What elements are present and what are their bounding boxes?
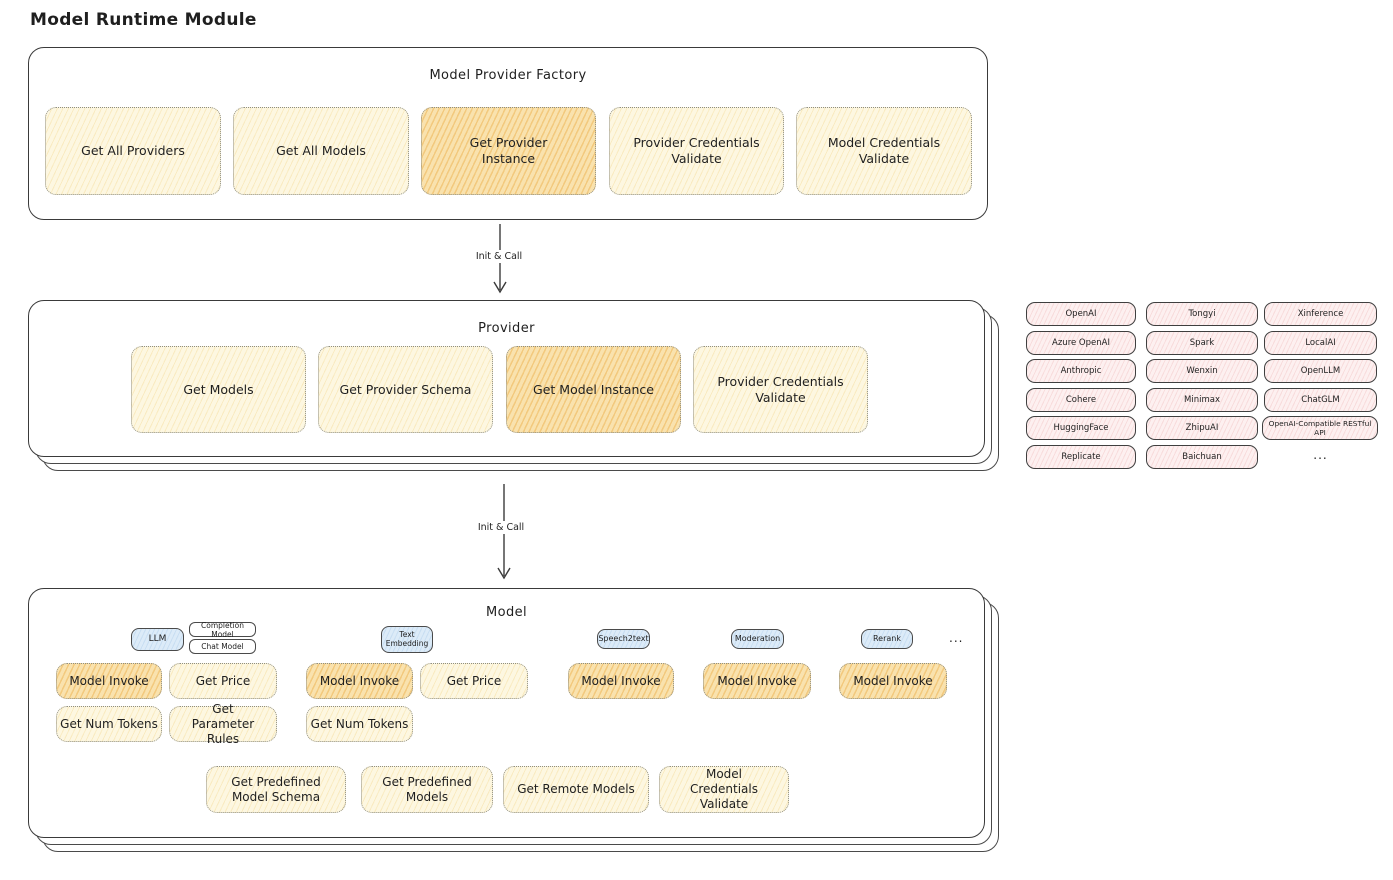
model-box-model-credentials-validate: Model Credentials Validate <box>659 766 789 813</box>
model-title: Model <box>485 605 528 620</box>
provider-box-provider-credentials-validate: Provider Credentials Validate <box>693 346 868 433</box>
provider-pill-zhipuai: ZhipuAI <box>1146 416 1258 440</box>
factory-title: Model Provider Factory <box>429 68 587 83</box>
provider-pill-openllm: OpenLLM <box>1264 359 1377 383</box>
factory-box-get-all-models: Get All Models <box>233 107 409 195</box>
provider-pill-tongyi: Tongyi <box>1146 302 1258 326</box>
tag-chat-model: Chat Model <box>189 639 256 654</box>
llm-box-get-price: Get Price <box>169 663 277 699</box>
provider-box-get-model-instance: Get Model Instance <box>506 346 681 433</box>
provider-pill-wenxin: Wenxin <box>1146 359 1258 383</box>
provider-frame: Provider Get Models Get Provider Schema … <box>28 300 985 457</box>
llm-box-get-num-tokens: Get Num Tokens <box>56 706 162 742</box>
embedding-box-model-invoke: Model Invoke <box>306 663 413 699</box>
provider-pill-xinference: Xinference <box>1264 302 1377 326</box>
provider-pill-azure-openai: Azure OpenAI <box>1026 331 1136 355</box>
embedding-box-get-price: Get Price <box>420 663 528 699</box>
provider-pill-baichuan: Baichuan <box>1146 445 1258 469</box>
arrow2-label: Init & Call <box>470 521 532 534</box>
factory-box-get-provider-instance: Get Provider Instance <box>421 107 596 195</box>
provider-pill-spark: Spark <box>1146 331 1258 355</box>
provider-pill-huggingface: HuggingFace <box>1026 416 1136 440</box>
tag-text-embedding: Text Embedding <box>381 626 433 653</box>
factory-box-provider-credentials-validate: Provider Credentials Validate <box>609 107 784 195</box>
model-frame: Model LLM Completion Model Chat Model Te… <box>28 588 985 838</box>
factory-frame: Model Provider Factory Get All Providers… <box>28 47 988 220</box>
diagram-title: Model Runtime Module <box>30 10 257 30</box>
tag-llm: LLM <box>131 628 184 651</box>
tag-rerank: Rerank <box>861 629 913 649</box>
provider-pill-chatglm: ChatGLM <box>1264 388 1377 412</box>
provider-pill-openai-compatible: OpenAI-Compatible RESTful API <box>1262 416 1378 440</box>
model-box-get-predefined-models: Get Predefined Models <box>361 766 493 813</box>
arrow1-label: Init & Call <box>468 250 530 263</box>
provider-pill-openai: OpenAI <box>1026 302 1136 326</box>
tag-moderation: Moderation <box>731 629 784 649</box>
embedding-box-get-num-tokens: Get Num Tokens <box>306 706 413 742</box>
factory-box-get-all-providers: Get All Providers <box>45 107 221 195</box>
tag-speech2text: Speech2text <box>597 629 650 649</box>
provider-pill-localai: LocalAI <box>1264 331 1377 355</box>
tag-completion-model: Completion Model <box>189 621 256 639</box>
speech2text-box-model-invoke: Model Invoke <box>568 663 674 699</box>
llm-box-model-invoke: Model Invoke <box>56 663 162 699</box>
provider-title: Provider <box>478 321 535 336</box>
providers-more-ellipsis: ... <box>1313 448 1328 462</box>
provider-pill-cohere: Cohere <box>1026 388 1136 412</box>
provider-pill-replicate: Replicate <box>1026 445 1136 469</box>
model-box-get-remote-models: Get Remote Models <box>503 766 649 813</box>
rerank-box-model-invoke: Model Invoke <box>839 663 947 699</box>
provider-box-get-provider-schema: Get Provider Schema <box>318 346 493 433</box>
moderation-box-model-invoke: Model Invoke <box>703 663 811 699</box>
model-box-get-predefined-model-schema: Get Predefined Model Schema <box>206 766 346 813</box>
provider-pill-anthropic: Anthropic <box>1026 359 1136 383</box>
provider-pill-minimax: Minimax <box>1146 388 1258 412</box>
provider-box-get-models: Get Models <box>131 346 306 433</box>
llm-box-get-parameter-rules: Get Parameter Rules <box>169 702 277 746</box>
tags-more-ellipsis: ... <box>949 631 964 645</box>
factory-box-model-credentials-validate: Model Credentials Validate <box>796 107 972 195</box>
